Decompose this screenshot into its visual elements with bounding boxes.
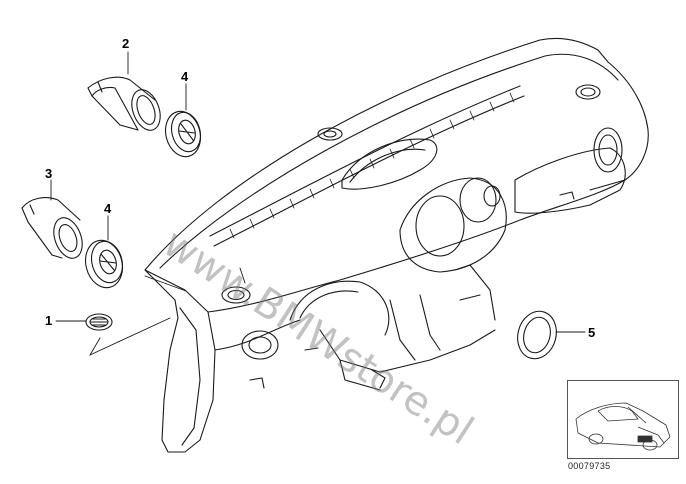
dashboard-panel <box>144 37 649 453</box>
callout-part-4-upper: 4 <box>181 69 189 84</box>
callout-part-3: 3 <box>45 166 53 181</box>
callout-part-1: 1 <box>45 313 53 328</box>
callout-part-4-lower: 4 <box>104 201 112 216</box>
document-number: 00079735 <box>568 461 611 471</box>
leader-lines <box>50 51 586 356</box>
part-3-vent-housing <box>21 197 83 259</box>
part-1-vent-cap <box>85 313 113 331</box>
part-2-vent-housing <box>87 76 161 131</box>
part-5-trim-ring <box>517 310 557 360</box>
callout-part-5: 5 <box>588 325 596 340</box>
vehicle-thumbnail <box>567 380 679 459</box>
part-4-upper-air-outlet <box>164 110 202 158</box>
part-4-lower-air-outlet <box>84 239 124 289</box>
callout-part-2: 2 <box>122 36 130 51</box>
car-outline-icon <box>575 402 671 451</box>
